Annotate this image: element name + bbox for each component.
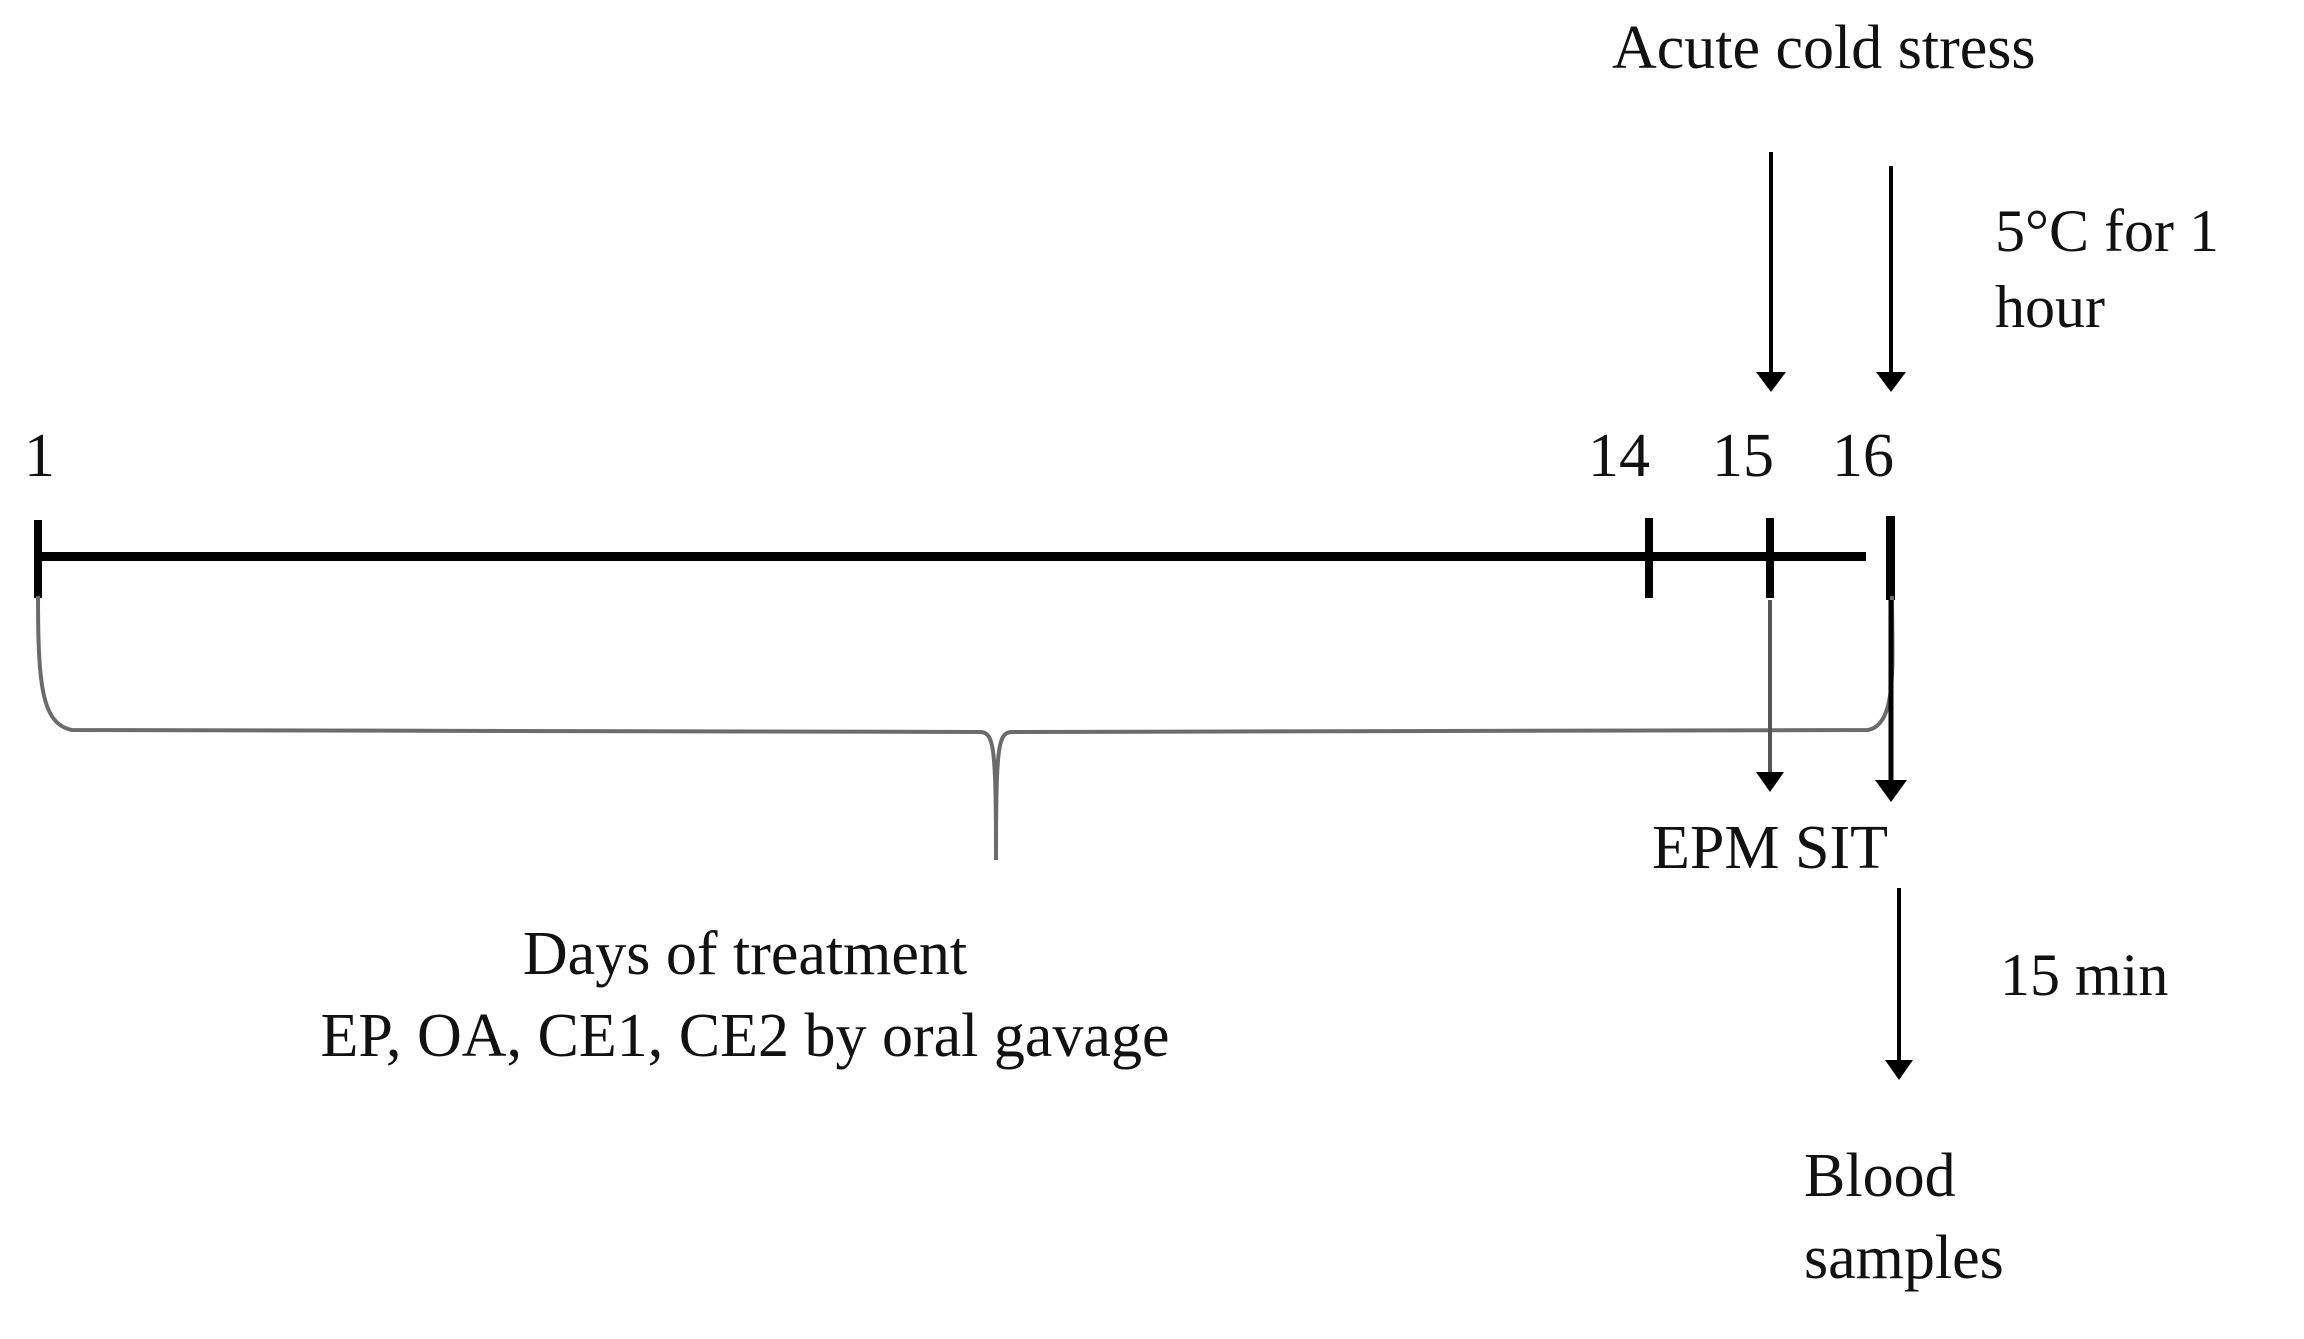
cold-stress-temperature-note-line1: 5°C for 1 bbox=[1995, 198, 2219, 264]
day-label-14: 14 bbox=[1588, 422, 1650, 490]
timeline-tick-day-15 bbox=[1766, 518, 1774, 598]
timeline-tick-day-16 bbox=[1886, 516, 1895, 600]
blood-samples-label-line1: Blood bbox=[1804, 1142, 1956, 1210]
day-label-16: 16 bbox=[1832, 422, 1894, 490]
treatment-brace bbox=[20, 596, 1910, 866]
timeline-axis bbox=[34, 552, 1866, 561]
cold-stress-arrow-day16 bbox=[1876, 166, 1906, 392]
sit-arrow-day16 bbox=[1875, 600, 1907, 802]
sampling-delay-label: 15 min bbox=[2000, 942, 2169, 1008]
acute-cold-stress-title: Acute cold stress bbox=[1612, 14, 2036, 82]
epm-arrow-day15 bbox=[1756, 600, 1784, 792]
treatment-caption-line1: Days of treatment bbox=[522, 920, 968, 988]
timeline-tick-day-14 bbox=[1645, 518, 1653, 598]
treatment-caption-line2: EP, OA, CE1, CE2 by oral gavage bbox=[320, 1002, 1170, 1070]
cold-stress-temperature-note-line2: hour bbox=[1995, 274, 2105, 340]
day-label-1: 1 bbox=[24, 422, 55, 490]
day-label-15: 15 bbox=[1712, 422, 1774, 490]
cold-stress-arrow-day15 bbox=[1756, 152, 1786, 392]
blood-samples-label-line2: samples bbox=[1804, 1224, 2004, 1292]
timeline-tick-day-1 bbox=[34, 520, 42, 598]
blood-sampling-arrow bbox=[1885, 888, 1913, 1080]
behavior-test-label: EPM SIT bbox=[1652, 814, 1888, 882]
